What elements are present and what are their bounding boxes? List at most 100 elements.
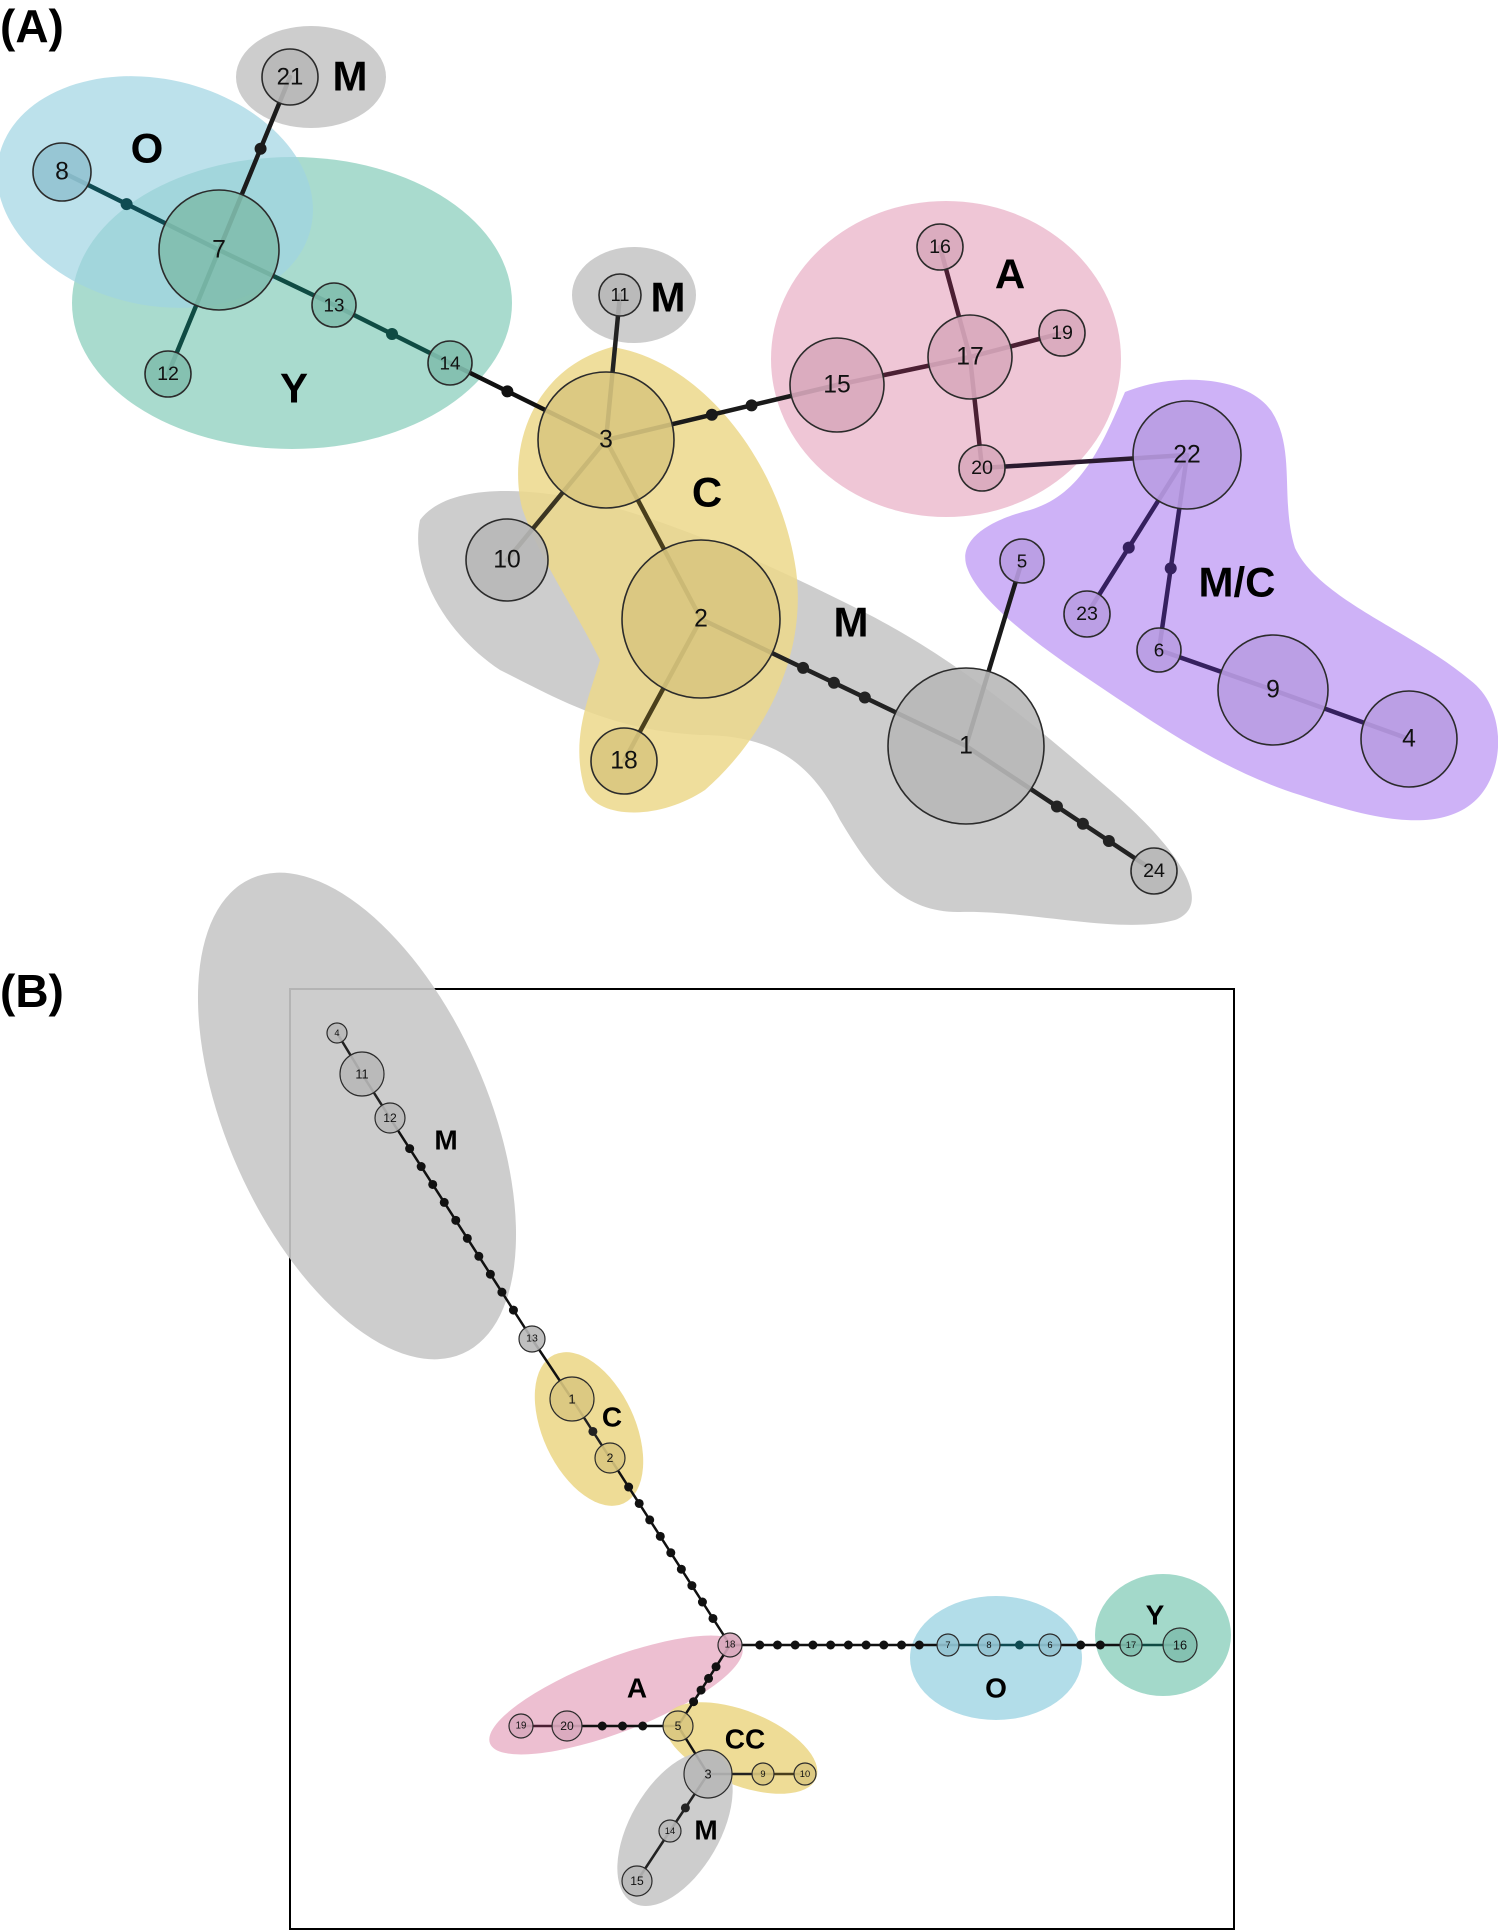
haplotype-node-circle — [508, 1713, 534, 1739]
haplotype-node-14: 14 — [427, 340, 473, 386]
group-label-a-m-main: M — [834, 599, 869, 646]
mutation-step-dot — [439, 1197, 449, 1207]
mutation-step-dot — [687, 1581, 697, 1591]
haplotype-node-circle — [916, 223, 964, 271]
haplotype-node-17: 17 — [1119, 1633, 1143, 1657]
panel-a-group-regions — [0, 26, 1498, 925]
haplotype-node-label: 9 — [760, 1769, 765, 1779]
haplotype-node-22: 22 — [1132, 400, 1242, 510]
haplotype-node-10: 10 — [465, 518, 549, 602]
haplotype-node-label: 14 — [440, 353, 461, 374]
group-label-b-a: A — [627, 1673, 647, 1704]
haplotype-node-circle — [549, 1376, 595, 1422]
mutation-step-dot — [254, 142, 267, 155]
haplotype-node-circle — [594, 1442, 626, 1474]
mutation-step-dot — [879, 1640, 889, 1650]
haplotype-node-circle — [1038, 1633, 1062, 1657]
haplotype-node-circle — [427, 340, 473, 386]
haplotype-node-label: 21 — [277, 64, 304, 91]
haplotype-node-13: 13 — [518, 1325, 546, 1353]
mutation-step-dot — [497, 1287, 507, 1297]
haplotype-node-label: 7 — [212, 237, 226, 264]
mutation-step-dot — [808, 1640, 818, 1650]
haplotype-node-label: 3 — [704, 1767, 711, 1782]
mutation-step-dot — [708, 1613, 718, 1623]
mutation-step-dot — [451, 1215, 461, 1225]
group-region-a-mc — [965, 379, 1498, 821]
haplotype-node-11: 11 — [339, 1051, 385, 1097]
haplotype-node-circle — [144, 350, 192, 398]
mutation-step-dot — [588, 1426, 598, 1436]
mutation-step-dot — [618, 1721, 627, 1731]
mutation-step-dot — [474, 1251, 484, 1261]
haplotype-node-2: 2 — [621, 539, 781, 699]
haplotype-node-7: 7 — [158, 189, 280, 311]
haplotype-node-circle — [158, 189, 280, 311]
group-label-a-mc: M/C — [1199, 559, 1276, 606]
panel-a-label: (A) — [0, 0, 64, 52]
haplotype-node-circle — [887, 667, 1045, 825]
panel-b-frame — [289, 988, 1235, 1930]
mutation-step-dot — [914, 1640, 924, 1650]
haplotype-node-circle — [789, 337, 885, 433]
mutation-step-dot — [638, 1721, 648, 1731]
haplotype-node-label: 2 — [694, 606, 708, 633]
group-label-a-a: A — [995, 251, 1025, 298]
mutation-step-dot — [827, 676, 840, 689]
haplotype-node-4: 4 — [326, 1022, 348, 1044]
haplotype-node-label: 6 — [1047, 1640, 1052, 1650]
mutation-step-dot — [689, 1697, 699, 1707]
haplotype-node-label: 19 — [1051, 322, 1073, 344]
haplotype-node-1: 1 — [549, 1376, 595, 1422]
mutation-step-dot — [676, 1564, 686, 1574]
mutation-step-dot — [772, 1640, 782, 1650]
haplotype-node-label: 24 — [1143, 860, 1165, 882]
haplotype-node-label: 17 — [1126, 1640, 1136, 1650]
panel-b-label: (B) — [0, 965, 64, 1017]
mutation-step-dot — [416, 1162, 426, 1172]
haplotype-node-circle — [1130, 847, 1178, 895]
mutation-step-dot — [485, 1269, 495, 1279]
haplotype-node-circle — [374, 1102, 406, 1134]
haplotype-node-label: 23 — [1076, 603, 1098, 625]
haplotype-node-6: 6 — [1038, 1633, 1062, 1657]
mutation-step-dot — [711, 1662, 721, 1672]
mutation-step-dot — [755, 1640, 765, 1650]
panel-b-edges — [335, 1031, 1182, 1883]
mutation-step-dot — [790, 1640, 800, 1650]
haplotype-node-circle — [1217, 634, 1329, 746]
haplotype-node-circle — [537, 371, 675, 509]
haplotype-node-label: 13 — [324, 295, 345, 316]
haplotype-node-9: 9 — [751, 1762, 775, 1786]
mutation-step-dot — [597, 1721, 607, 1731]
mutation-step-dot — [897, 1640, 907, 1650]
haplotype-node-19: 19 — [508, 1713, 534, 1739]
mutation-step-dot — [405, 1144, 415, 1154]
group-label-b-y: Y — [1146, 1600, 1165, 1631]
haplotype-node-label: 2 — [607, 1451, 614, 1465]
haplotype-node-label: 4 — [334, 1028, 339, 1038]
haplotype-node-circle — [683, 1749, 733, 1799]
haplotype-node-circle — [621, 1865, 653, 1897]
haplotype-node-label: 16 — [929, 236, 951, 258]
edge-18-5 — [676, 1643, 732, 1728]
mutation-step-dot — [1076, 1640, 1086, 1650]
haplotype-node-label: 16 — [1173, 1638, 1187, 1653]
group-label-a-c: C — [692, 469, 722, 516]
mutation-step-dot — [858, 691, 871, 704]
mutation-step-dot — [634, 1498, 644, 1508]
mutation-step-dot — [745, 399, 758, 412]
mutation-step-dot — [843, 1640, 853, 1650]
mutation-step-dot — [666, 1548, 676, 1558]
panel-a: 123456789101112131415161718192021222324 … — [0, 0, 1498, 925]
haplotype-node-circle — [1360, 690, 1458, 788]
mutation-step-dot — [697, 1597, 707, 1607]
mutation-step-dot — [705, 408, 718, 421]
haplotype-node-9: 9 — [1217, 634, 1329, 746]
haplotype-node-18: 18 — [717, 1632, 743, 1658]
haplotype-node-label: 14 — [665, 1826, 675, 1836]
haplotype-node-circle — [326, 1022, 348, 1044]
group-label-b-c: C — [602, 1402, 622, 1433]
